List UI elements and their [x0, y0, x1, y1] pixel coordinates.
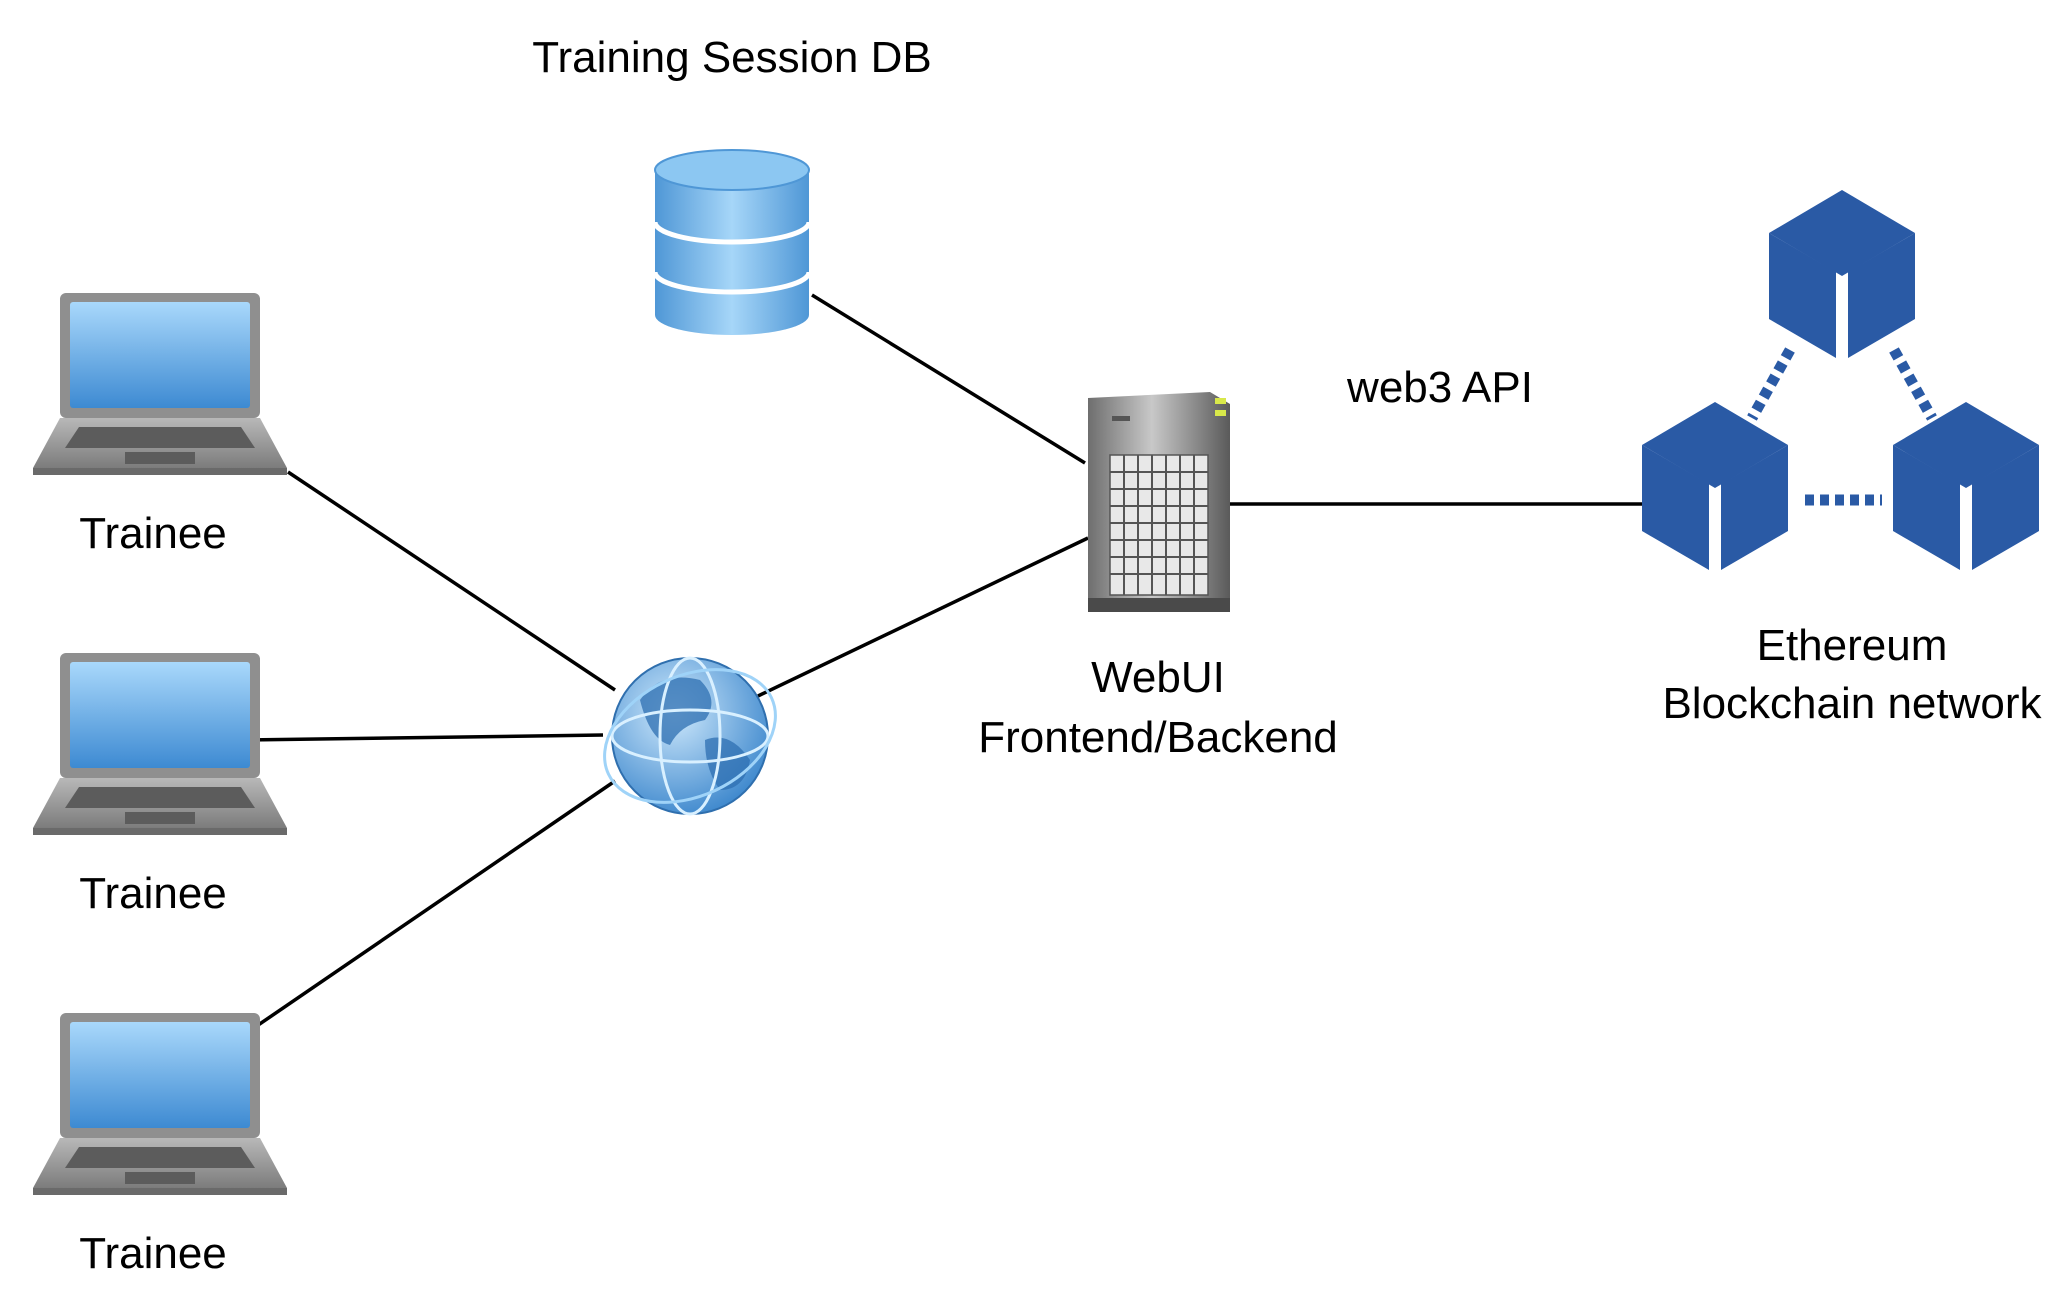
trainee-label-3: Trainee [79, 1229, 227, 1278]
blockchain-cubes-icon [1642, 190, 2039, 570]
blockchain-label-line2: Blockchain network [1662, 679, 2042, 728]
connection-lines [247, 293, 1645, 1034]
api-label: web3 API [1346, 363, 1533, 412]
db-label: Training Session DB [532, 33, 931, 82]
dotted-link-top-left [1747, 347, 1795, 421]
laptop-icon [33, 293, 287, 475]
trainee-label-1: Trainee [79, 509, 227, 558]
database-icon [652, 149, 812, 335]
globe-icon [603, 656, 777, 816]
line-trainee2-globe [247, 733, 604, 742]
dotted-link-top-right [1889, 347, 1937, 421]
line-db-server [811, 293, 1086, 465]
cube-left [1642, 402, 1788, 570]
server-icon [1088, 392, 1230, 612]
server-label-line1: WebUI [1091, 653, 1225, 702]
cube-right [1893, 402, 2039, 570]
server-label-line2: Frontend/Backend [978, 713, 1338, 762]
laptop-icon [33, 653, 287, 835]
cube-top [1769, 190, 1915, 358]
laptop-icon [33, 1013, 287, 1195]
blockchain-label-line1: Ethereum [1757, 621, 1948, 670]
trainee-label-2: Trainee [79, 869, 227, 918]
line-trainee3-globe [247, 779, 616, 1034]
line-trainee1-globe [287, 470, 616, 692]
line-globe-server [757, 536, 1089, 698]
